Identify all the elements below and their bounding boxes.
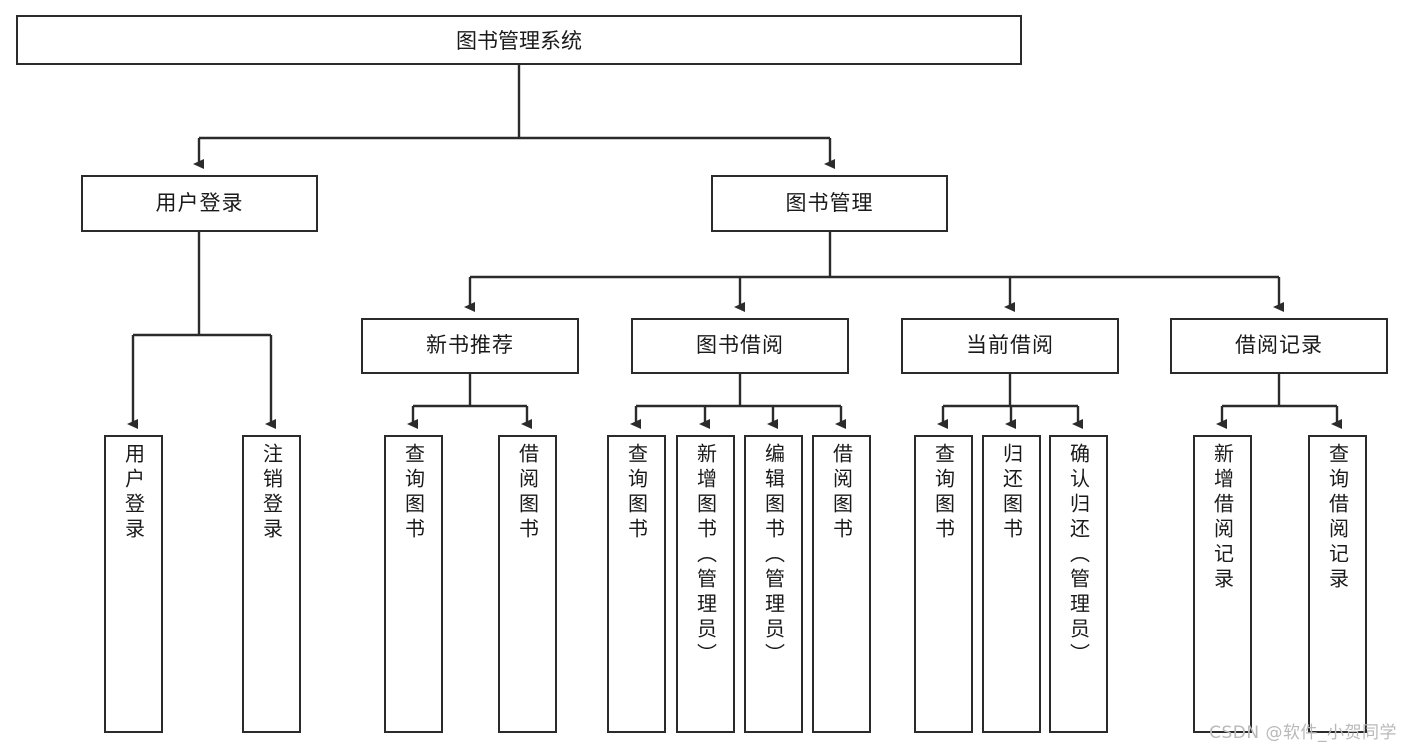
node-label: 新书推荐 — [426, 333, 514, 358]
leaf-current-query-book[interactable]: 查询图书 — [914, 435, 973, 733]
leaf-current-return-book[interactable]: 归还图书 — [982, 435, 1041, 733]
leaf-borrow-add-book-admin[interactable]: 新增图书（管理员） — [676, 435, 735, 733]
node-label: 查询借阅记录 — [1325, 443, 1350, 593]
leaf-record-query-borrow-record[interactable]: 查询借阅记录 — [1308, 435, 1367, 733]
leaf-recommend-query-book[interactable]: 查询图书 — [384, 435, 443, 733]
leaf-current-confirm-return-admin[interactable]: 确认归还（管理员） — [1049, 435, 1108, 733]
node-user-login[interactable]: 用户登录 — [81, 175, 318, 232]
node-book-borrow[interactable]: 图书借阅 — [631, 318, 849, 374]
node-root-system[interactable]: 图书管理系统 — [16, 15, 1022, 65]
leaf-user-logout[interactable]: 注销登录 — [242, 435, 301, 733]
node-label: 注销登录 — [259, 443, 284, 543]
watermark-text: CSDN @软件_小贺同学 — [1209, 723, 1397, 743]
leaf-recommend-borrow-book[interactable]: 借阅图书 — [498, 435, 557, 733]
node-new-book-recommend[interactable]: 新书推荐 — [361, 318, 579, 374]
node-label: 借阅图书 — [829, 443, 854, 543]
node-borrow-record[interactable]: 借阅记录 — [1170, 318, 1388, 374]
node-label: 新增图书（管理员） — [693, 443, 718, 668]
node-label: 用户登录 — [155, 190, 244, 215]
node-label: 图书借阅 — [696, 333, 784, 358]
node-label: 图书管理 — [785, 190, 874, 215]
node-label: 归还图书 — [999, 443, 1024, 543]
node-label: 新增借阅记录 — [1210, 443, 1235, 593]
node-label: 图书管理系统 — [456, 29, 582, 53]
node-label: 查询图书 — [624, 443, 649, 543]
leaf-record-add-borrow-record[interactable]: 新增借阅记录 — [1193, 435, 1252, 733]
node-label: 确认归还（管理员） — [1066, 443, 1091, 668]
leaf-borrow-borrow-book[interactable]: 借阅图书 — [812, 435, 871, 733]
node-label: 当前借阅 — [966, 333, 1054, 358]
leaf-user-login[interactable]: 用户登录 — [104, 435, 163, 733]
leaf-borrow-query-book[interactable]: 查询图书 — [607, 435, 666, 733]
node-label: 借阅图书 — [515, 443, 540, 543]
node-label: 借阅记录 — [1235, 333, 1323, 358]
leaf-borrow-edit-book-admin[interactable]: 编辑图书（管理员） — [744, 435, 803, 733]
node-label: 编辑图书（管理员） — [761, 443, 786, 668]
node-label: 查询图书 — [401, 443, 426, 543]
node-label: 查询图书 — [931, 443, 956, 543]
node-current-borrow[interactable]: 当前借阅 — [901, 318, 1119, 374]
node-book-management[interactable]: 图书管理 — [711, 175, 948, 232]
node-label: 用户登录 — [121, 443, 146, 543]
